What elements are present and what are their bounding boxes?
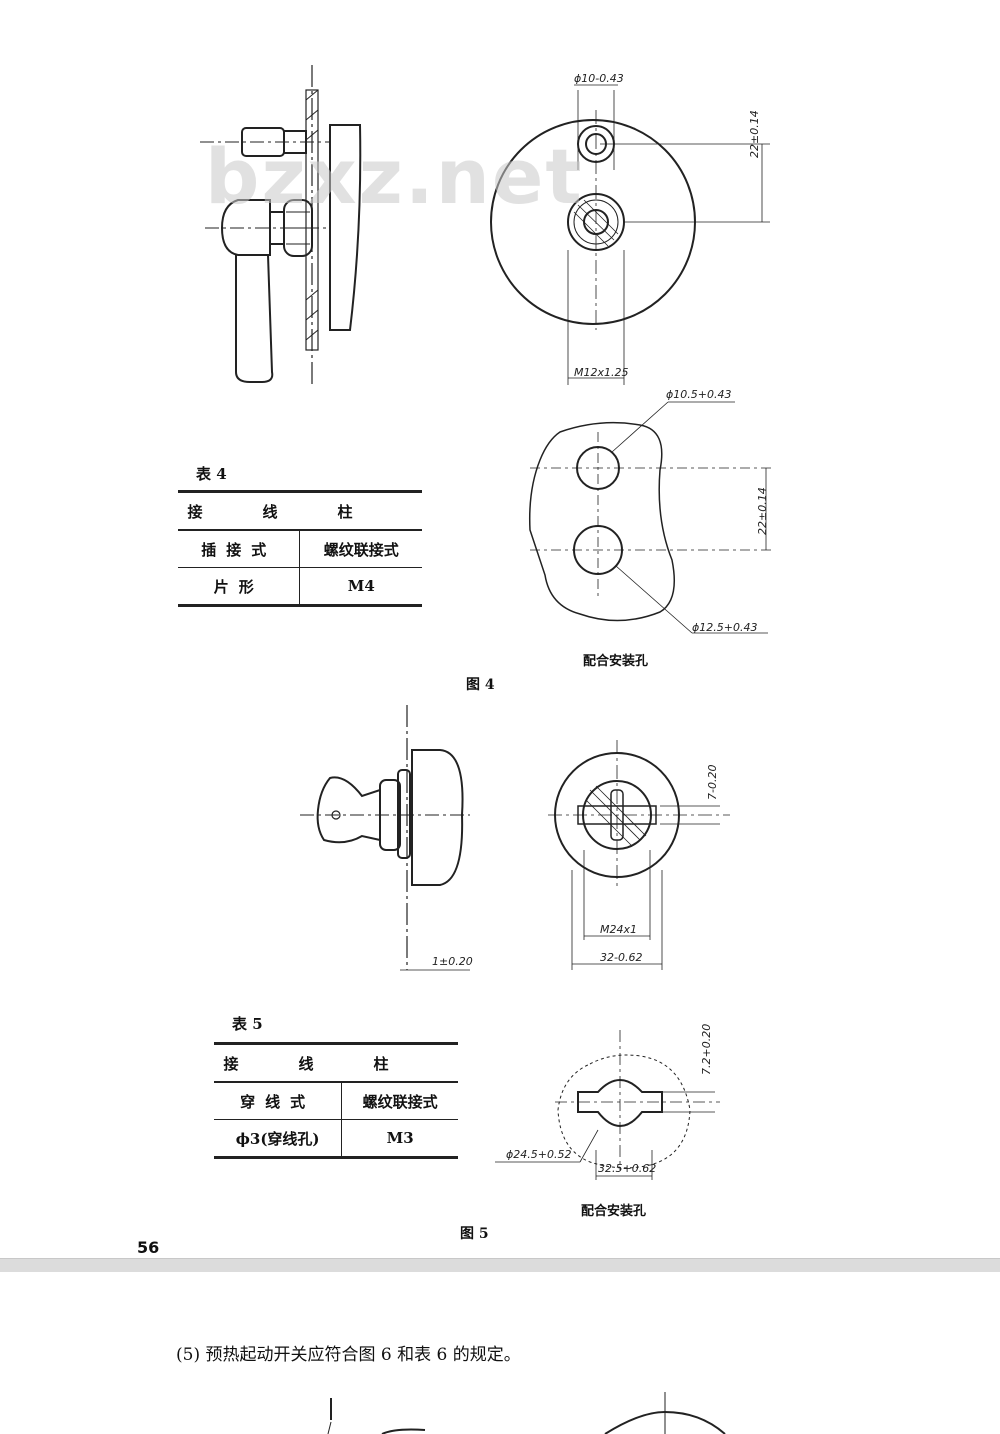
table5-cell-r1c2: 螺纹联接式 (341, 1082, 458, 1120)
fig4-caption: 图 4 (466, 677, 495, 693)
fig5-dim-d2: M24x1 (600, 923, 637, 936)
table4-label: 表 4 (196, 465, 227, 483)
table4-cell-r1c1: 插接式 (178, 530, 301, 568)
watermark-text: bzxz.net (205, 132, 584, 221)
table5: 接线柱 穿线式 螺纹联接式 ϕ3(穿线孔) M3 (214, 1042, 458, 1159)
fig5-dim-d1: 7-0.20 (706, 764, 719, 800)
fig5-dim-d7: 32.5+0.62 (598, 1162, 657, 1175)
fig4-mount-label: 配合安装孔 (583, 654, 649, 669)
fig5-caption: 图 5 (460, 1226, 489, 1242)
fig4-dim-d2: 22±0.14 (748, 110, 761, 158)
fig4-dim-d3: M12x1.25 (574, 366, 629, 379)
table4-header: 接线柱 (178, 490, 422, 531)
table5-cell-r2c2: M3 (341, 1119, 458, 1159)
figure-4-5-drawings (200, 65, 775, 1180)
table4-cell-r1c2: 螺纹联接式 (299, 530, 422, 568)
fig4-dim-d6: ϕ12.5+0.43 (692, 621, 758, 634)
fig5-dim-d3: 32-0.62 (600, 951, 643, 964)
table5-cell-r2c1: ϕ3(穿线孔) (214, 1119, 343, 1159)
table4: 接线柱 插接式 螺纹联接式 片形 M4 (178, 490, 422, 607)
fig5-dim-d5: 7.2+0.20 (700, 1023, 713, 1075)
fig5-dim-d6: ϕ24.5+0.52 (506, 1148, 572, 1161)
next-page-paragraph: (5) 预热起动开关应符合图 6 和表 6 的规定。 (176, 1345, 521, 1365)
figure-6-partial-drawing (327, 1392, 726, 1434)
table5-label: 表 5 (232, 1015, 263, 1033)
page-number: 56 (137, 1238, 160, 1257)
fig5-mount-label: 配合安装孔 (581, 1204, 647, 1219)
table5-cell-r1c1: 穿线式 (214, 1082, 343, 1120)
table4-cell-r2c1: 片形 (178, 567, 301, 607)
table5-header: 接线柱 (214, 1042, 458, 1083)
fig4-dim-d4: ϕ10.5+0.43 (666, 388, 732, 401)
fig4-dim-d5: 22±0.14 (756, 487, 769, 535)
fig5-dim-d4: 1±0.20 (432, 955, 473, 968)
fig4-dim-d1: ϕ10-0.43 (574, 72, 624, 85)
document-page-56: bzxz.net ϕ10-0.43 22±0.14 M12x1.25 ϕ10.5… (137, 65, 775, 1257)
document-page-next: (5) 预热起动开关应符合图 6 和表 6 的规定。 (0, 1272, 1000, 1434)
table4-cell-r2c2: M4 (299, 567, 422, 607)
